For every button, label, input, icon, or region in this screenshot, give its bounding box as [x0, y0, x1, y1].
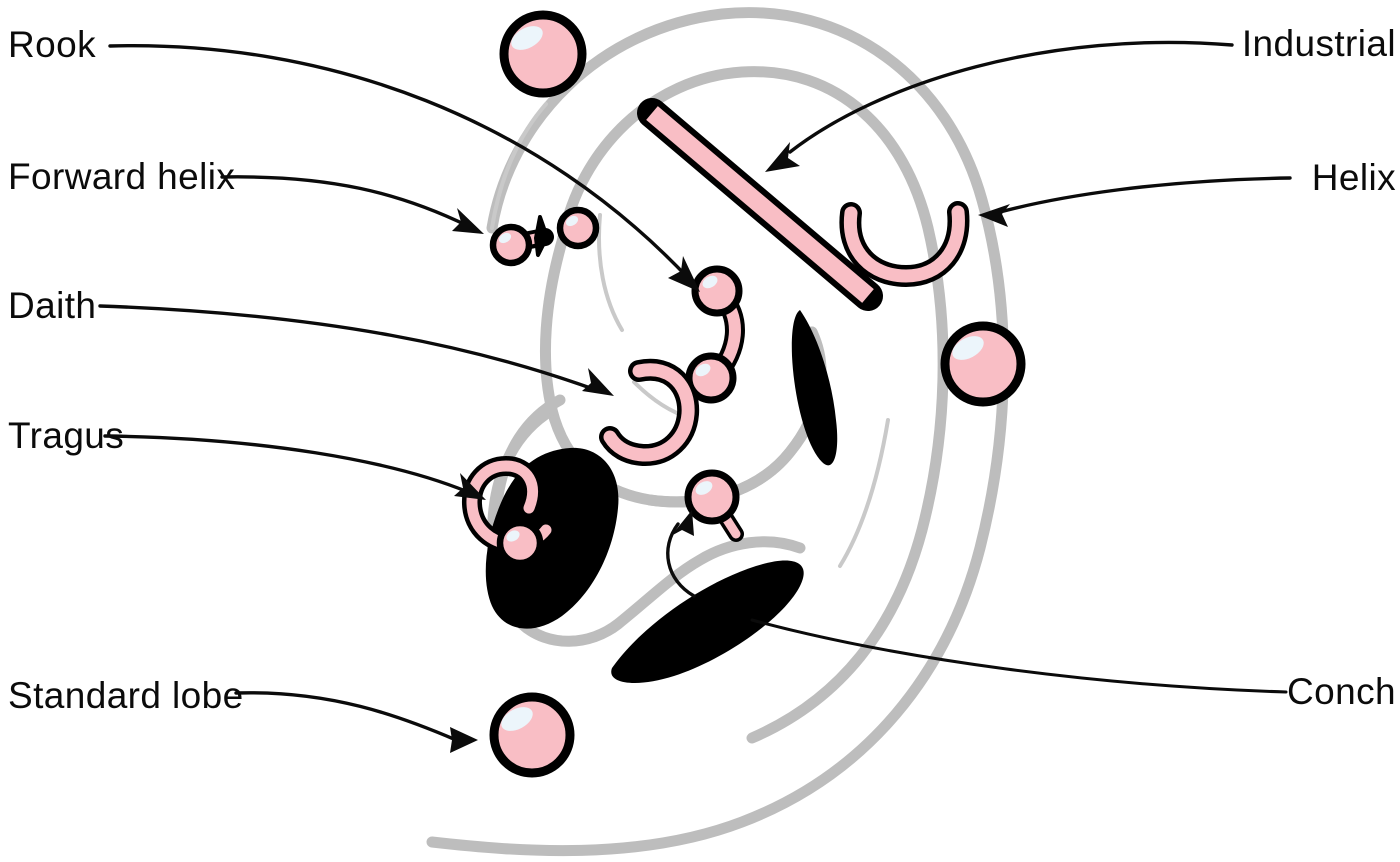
right-rim-ball-shine — [952, 336, 984, 360]
leader-industrial-arrowhead — [765, 142, 800, 172]
leader-conch-arrowhead — [671, 510, 694, 536]
leader-standard-lobe — [234, 691, 478, 753]
conch-ball-shine — [695, 481, 713, 495]
ear-conch-shadow-lower — [611, 560, 804, 683]
piercing-upper-rim-ball[interactable] — [499, 10, 587, 98]
leader-tragus-arrowhead — [454, 473, 486, 500]
piercing-daith[interactable] — [599, 358, 700, 466]
conch-ball — [684, 469, 740, 525]
leader-daith — [98, 304, 614, 396]
standard-lobe-ball-shine — [501, 707, 533, 731]
piercing-forward-helix[interactable] — [489, 206, 600, 267]
forward-helix-ball-inner-shine — [565, 215, 579, 227]
forward-helix-post-flare — [534, 215, 549, 257]
leader-tragus-line — [103, 434, 470, 494]
leader-tragus — [103, 434, 486, 500]
leader-daith-arrowhead — [582, 368, 614, 396]
forward-helix-ball-outer-shine — [498, 232, 512, 244]
industrial-bar-fill — [646, 106, 874, 303]
rook-ball-top — [691, 265, 743, 317]
leader-helix-line — [998, 176, 1292, 214]
tragus-bead-shine — [506, 530, 520, 542]
leader-daith-line — [98, 304, 598, 392]
daith-ring-fill — [603, 363, 695, 462]
tragus-captive-bead — [496, 519, 544, 567]
leader-helix — [978, 176, 1292, 227]
ear-crease-right — [838, 418, 890, 568]
leader-forward-helix-arrowhead — [452, 208, 484, 234]
ear-crease-upper — [596, 213, 624, 332]
forward-helix-ball-inner — [556, 206, 600, 250]
leader-conch-hook — [666, 522, 696, 598]
labels-right-group: Industrial Helix Conch — [1242, 23, 1396, 712]
label-forward-helix: Forward helix — [8, 156, 235, 197]
piercing-right-rim-ball[interactable] — [940, 321, 1026, 407]
ear-conch-shadow-upper — [791, 310, 838, 466]
label-daith: Daith — [8, 285, 96, 326]
leader-forward-helix — [220, 175, 484, 234]
leader-standard-lobe-arrowhead — [450, 727, 478, 753]
leader-industrial-line — [788, 40, 1234, 154]
leader-rook-line — [108, 43, 692, 282]
label-tragus: Tragus — [8, 415, 124, 456]
piercing-rook[interactable] — [685, 265, 745, 404]
upper-rim-ball — [499, 10, 587, 98]
forward-helix-ball-outer — [489, 223, 533, 267]
piercing-industrial[interactable] — [637, 98, 883, 311]
leader-standard-lobe-line — [234, 691, 458, 742]
rook-ball-bottom-shine — [695, 363, 711, 377]
label-industrial: Industrial — [1242, 23, 1396, 64]
leader-forward-helix-line — [220, 175, 470, 228]
leader-conch — [666, 510, 1288, 694]
ear-inner-rim — [557, 66, 949, 744]
helix-ring-fill — [843, 205, 965, 283]
leader-rook-arrowhead — [668, 256, 700, 292]
label-standard-lobe: Standard lobe — [8, 675, 244, 716]
label-conch: Conch — [1287, 671, 1396, 712]
leader-rook — [108, 43, 700, 292]
piercing-tragus[interactable] — [462, 456, 556, 567]
right-rim-ball — [940, 321, 1026, 407]
labels-left-group: Rook Forward helix Daith Tragus Standard… — [8, 24, 244, 716]
label-rook: Rook — [8, 24, 96, 65]
rook-ball-top-shine — [702, 275, 718, 289]
piercing-conch[interactable] — [684, 469, 744, 542]
standard-lobe-ball — [489, 692, 575, 778]
leader-conch-line — [750, 618, 1288, 694]
leader-helix-arrowhead — [978, 204, 1010, 227]
piercing-standard-lobe[interactable] — [489, 692, 575, 778]
leader-industrial — [765, 40, 1234, 172]
ear-crease-top-left — [490, 102, 548, 230]
label-helix: Helix — [1312, 157, 1396, 198]
upper-rim-ball-shine — [511, 26, 543, 50]
piercing-helix[interactable] — [839, 201, 970, 287]
